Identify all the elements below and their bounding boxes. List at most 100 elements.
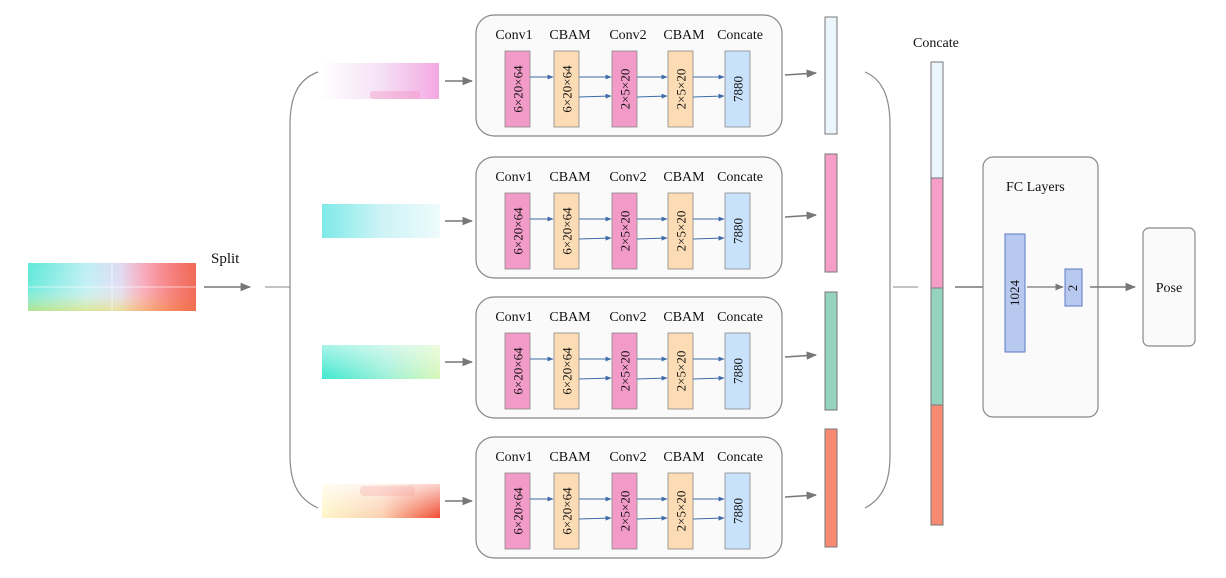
branch-block: 6×20×64 bbox=[553, 472, 580, 550]
branch-1: Conv1 CBAM Conv2 CBAM Concate 6×20×64 6×20×64 2… bbox=[445, 14, 838, 137]
concat-segment-3 bbox=[930, 287, 944, 406]
concat-feature-column bbox=[930, 61, 944, 526]
branch-flow-arrow bbox=[636, 515, 668, 521]
branch-block-label: 7880 bbox=[731, 498, 746, 524]
branch-block: 7880 bbox=[724, 192, 751, 270]
branch-flow-arrow bbox=[578, 235, 612, 241]
branch-block-label: 2×5×20 bbox=[674, 211, 689, 252]
branch-flow-arrow bbox=[636, 375, 668, 381]
branch-block-label: 6×20×64 bbox=[511, 347, 526, 395]
branch-block-label: 2×5×20 bbox=[618, 69, 633, 110]
branch-block: 6×20×64 bbox=[553, 332, 580, 410]
branch-header: CBAM bbox=[549, 310, 591, 325]
branch-header: CBAM bbox=[549, 28, 591, 43]
branch-block-label: 7880 bbox=[731, 218, 746, 244]
branch-block-label: 2×5×20 bbox=[618, 491, 633, 532]
branch-block: 2×5×20 bbox=[611, 332, 638, 410]
split-brace bbox=[289, 71, 319, 509]
branch-flow-arrow bbox=[692, 235, 725, 241]
concat-segment-4 bbox=[930, 404, 944, 526]
branch-block-label: 6×20×64 bbox=[511, 65, 526, 113]
branch-block: 2×5×20 bbox=[611, 50, 638, 128]
branch-block: 2×5×20 bbox=[667, 192, 694, 270]
branch-header: Conv1 bbox=[495, 310, 532, 325]
concat-segment-1 bbox=[930, 61, 944, 179]
concat-segment-2 bbox=[930, 177, 944, 289]
branch-block: 7880 bbox=[724, 472, 751, 550]
branch-block-label: 7880 bbox=[731, 76, 746, 102]
branch-2: Conv1 CBAM Conv2 CBAM Concate 6×20×64 6×20×64 2… bbox=[445, 153, 838, 279]
branch-block-label: 6×20×64 bbox=[560, 347, 575, 395]
fc-layer-2-label: 2 bbox=[1065, 285, 1080, 292]
branch-block: 6×20×64 bbox=[553, 192, 580, 270]
branch-header: Conv2 bbox=[609, 28, 646, 43]
fc-layer-1024-label: 1024 bbox=[1007, 280, 1022, 307]
branch-header: Conv1 bbox=[495, 28, 532, 43]
branch-header: Conv2 bbox=[609, 170, 646, 185]
branch-header: Concate bbox=[717, 450, 763, 465]
branch-block: 2×5×20 bbox=[667, 472, 694, 550]
branch-feature-vector bbox=[824, 153, 838, 273]
branch-header: Conv1 bbox=[495, 170, 532, 185]
fc-layer-1024: 1024 bbox=[1004, 233, 1026, 353]
branch-output-arrow bbox=[784, 351, 818, 360]
branch-3: Conv1 CBAM Conv2 CBAM Concate 6×20×64 6×20×64 2… bbox=[445, 291, 838, 419]
branch-header: CBAM bbox=[663, 310, 705, 325]
branch-block: 7880 bbox=[724, 50, 751, 128]
branch-header: CBAM bbox=[549, 170, 591, 185]
fc-layers-box: FC Layers 1024 2 bbox=[982, 156, 1099, 418]
branch-block: 2×5×20 bbox=[611, 472, 638, 550]
branch-block-label: 2×5×20 bbox=[618, 211, 633, 252]
branch-flow-arrow bbox=[578, 515, 612, 521]
split-image-2 bbox=[322, 204, 440, 238]
branch-block: 2×5×20 bbox=[611, 192, 638, 270]
branch-block-label: 6×20×64 bbox=[560, 487, 575, 535]
branch-block-label: 2×5×20 bbox=[674, 491, 689, 532]
fc-layer-2: 2 bbox=[1064, 268, 1083, 307]
branch-flow-arrow bbox=[692, 375, 725, 381]
branch-block: 6×20×64 bbox=[504, 192, 531, 270]
branch-flow-arrow bbox=[578, 375, 612, 381]
branch-flow-arrow bbox=[692, 93, 725, 99]
branch-header: Concate bbox=[717, 28, 763, 43]
branch-block-label: 6×20×64 bbox=[511, 487, 526, 535]
branch-block: 2×5×20 bbox=[667, 332, 694, 410]
split-image-3 bbox=[322, 345, 440, 379]
branch-block: 6×20×64 bbox=[504, 332, 531, 410]
branch-flow-arrow bbox=[692, 515, 725, 521]
split-image-1 bbox=[320, 63, 439, 99]
branch-header: Conv2 bbox=[609, 310, 646, 325]
fc-title: FC Layers bbox=[1006, 180, 1065, 195]
branch-block-label: 6×20×64 bbox=[511, 207, 526, 255]
branch-flow-arrow bbox=[636, 235, 668, 241]
branch-block: 2×5×20 bbox=[667, 50, 694, 128]
join-brace bbox=[864, 71, 891, 509]
branch-block: 7880 bbox=[724, 332, 751, 410]
branch-block-label: 7880 bbox=[731, 358, 746, 384]
branch-block: 6×20×64 bbox=[553, 50, 580, 128]
concat-label: Concate bbox=[913, 36, 959, 51]
pose-output-box: Pose bbox=[1142, 227, 1196, 347]
branch-block-label: 2×5×20 bbox=[618, 351, 633, 392]
split-image-4 bbox=[322, 484, 440, 518]
split-label: Split bbox=[211, 251, 240, 267]
branch-header: CBAM bbox=[663, 450, 705, 465]
branch-header: CBAM bbox=[663, 28, 705, 43]
branch-header: Concate bbox=[717, 170, 763, 185]
branch-block-label: 6×20×64 bbox=[560, 65, 575, 113]
branch-block: 6×20×64 bbox=[504, 50, 531, 128]
branch-block-label: 2×5×20 bbox=[674, 351, 689, 392]
branch-header: Concate bbox=[717, 310, 763, 325]
branch-output-arrow bbox=[784, 491, 818, 500]
branch-header: Conv1 bbox=[495, 450, 532, 465]
branch-feature-vector bbox=[824, 16, 838, 135]
branch-header: CBAM bbox=[663, 170, 705, 185]
branch-flow-arrow bbox=[578, 93, 612, 99]
branch-block-label: 6×20×64 bbox=[560, 207, 575, 255]
branch-block-label: 2×5×20 bbox=[674, 69, 689, 110]
branch-feature-vector bbox=[824, 428, 838, 548]
branch-header: Conv2 bbox=[609, 450, 646, 465]
